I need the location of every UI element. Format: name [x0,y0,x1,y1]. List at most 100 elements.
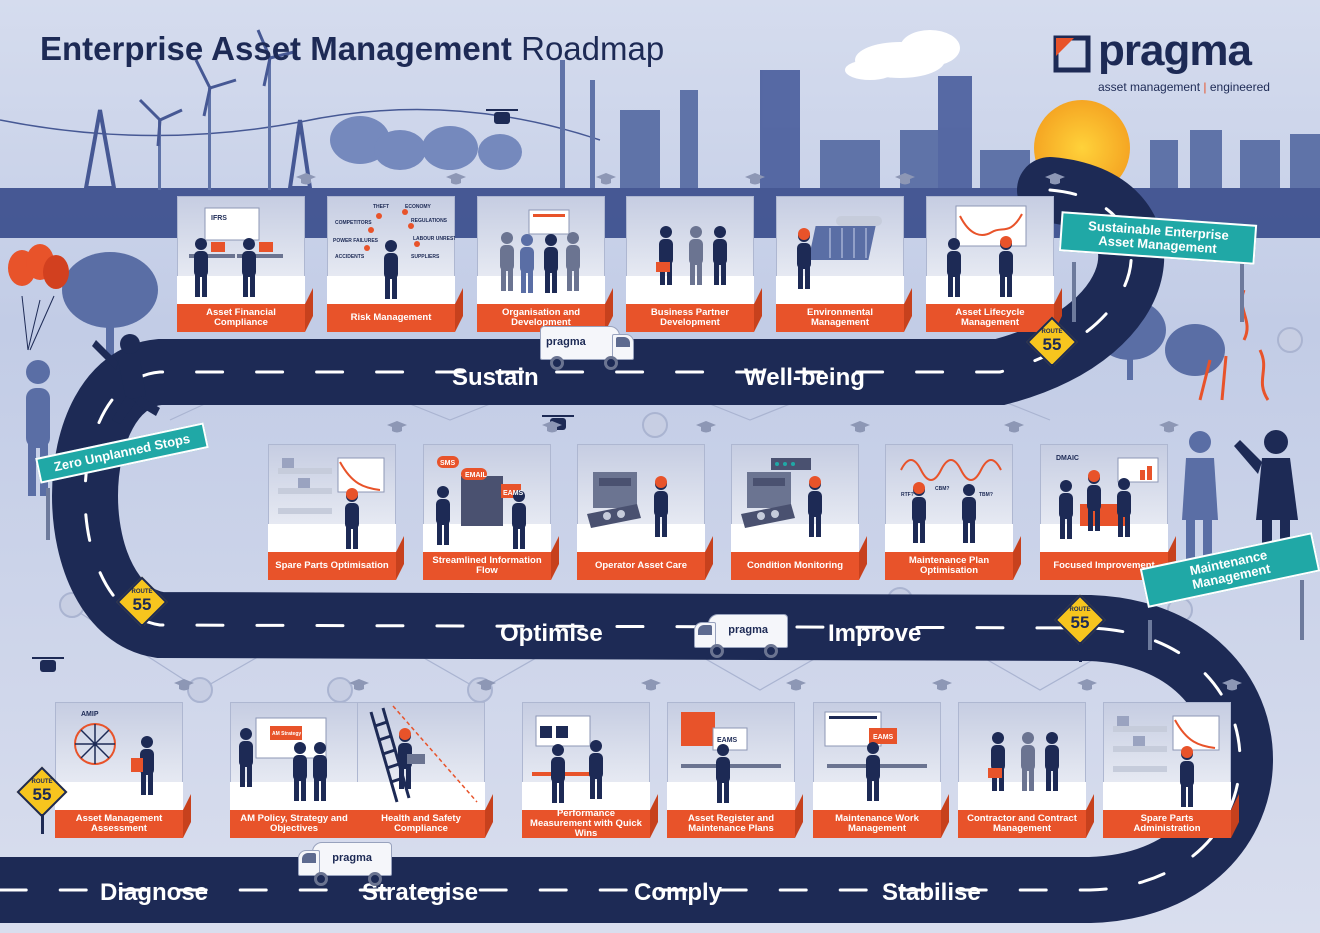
station-floor [522,782,650,812]
handshake-icon [988,732,1059,791]
station-label: Streamlined Information Flow [423,552,551,580]
graduation-cap-icon [1004,421,1024,433]
road-label-stabilise: Stabilise [882,879,981,906]
station-floor [577,524,705,554]
logo-wordmark: pragma [1098,26,1252,75]
graduation-cap-icon [745,173,765,185]
pragma-mark-icon [1053,35,1091,73]
asset-register-icon: EAMS [681,712,781,803]
scene-text: EAMS [717,737,738,744]
maintenance-plan-icon: RTF? CBM? TBM? [900,459,1002,543]
station-plate-side [795,794,803,838]
station-plate-side [650,794,658,838]
station-plate-side [754,288,762,332]
graduation-cap-icon [641,679,661,691]
financial-compliance-icon: IFRS [189,207,283,297]
road-label-improve: Improve [828,620,922,647]
station-floor [327,276,455,306]
monitoring-icon [741,458,822,537]
station-floor [731,524,859,554]
station-plate-side [1054,288,1062,332]
organisation-icon [500,209,580,293]
station-label: Spare Parts Administration [1103,810,1231,838]
station-plate-side [1168,536,1176,580]
station-plate-side [1013,536,1021,580]
improvement-icon: DMAIC [1056,455,1159,539]
station-plate-side [1231,794,1239,838]
station-plate-side [605,288,613,332]
scene-word: CBM? [935,486,949,492]
shelves-icon [278,457,385,549]
station-label: Environmental Management [776,304,904,332]
title-bold: Enterprise Asset Management [40,30,512,67]
road [0,157,1273,923]
graduation-cap-icon [786,679,806,691]
station-plate-side [305,288,313,332]
scene-word: LABOUR UNREST [413,236,455,242]
jumping-person-icon [92,334,160,424]
tagline-right: engineered [1209,80,1270,94]
graduation-cap-icon [696,421,716,433]
strategy-board-icon: AM Strategy [239,717,327,801]
station-floor [885,524,1013,554]
machine-icon [587,472,668,537]
scene-word: THEFT [373,204,389,210]
station-plate-side [396,536,404,580]
station-plate-side [183,794,191,838]
station-floor [776,276,904,306]
station-label: Risk Management [327,304,455,332]
tagline-separator: | [1203,80,1207,94]
graduation-cap-icon [1077,679,1097,691]
station-floor [477,276,605,306]
cloud-icon [845,30,960,80]
scene-word: RTF? [901,492,914,498]
assessment-wheel-icon: AMIP [74,711,154,795]
graduation-cap-icon [1159,421,1179,433]
graduation-cap-icon [446,173,466,185]
station-label: Asset Register and Maintenance Plans [667,810,795,838]
scene-text: EAMS [873,734,894,741]
graduation-cap-icon [596,173,616,185]
scene-text: AMIP [81,711,99,718]
station-label: Asset Lifecycle Management [926,304,1054,332]
sign-posts [46,262,1304,650]
scene-word: SUPPLIERS [411,254,440,260]
road-label-optimise: Optimise [500,620,603,647]
scene-word: SMS [440,460,456,467]
graduation-cap-icon [174,679,194,691]
station-label: Health and Safety Compliance [357,810,485,838]
station-floor [1103,782,1231,812]
station-label: Business Partner Development [626,304,754,332]
station-label: Contractor and Contract Management [958,810,1086,838]
station-plate-side [904,288,912,332]
pragma-van-icon: pragma [692,608,788,660]
road-label-sustain: Sustain [452,364,539,391]
balloons-icon [8,244,69,351]
scene-word: TBM? [979,492,993,498]
road-label-strategise: Strategise [362,879,479,906]
station-label: Asset Financial Compliance [177,304,305,332]
station-plate-side [705,536,713,580]
road-label-well-being: Well-being [744,364,865,391]
scene-word: ECONOMY [405,204,432,210]
page-title: Enterprise Asset Management Roadmap [40,30,664,68]
station-floor [268,524,396,554]
scene-text: AM Strategy [272,731,301,737]
title-light: Roadmap [521,30,665,67]
scene-word: COMPETITORS [335,220,372,226]
graduation-cap-icon [542,421,562,433]
station-floor [667,782,795,812]
scene-text: IFRS [211,215,227,222]
station-label: Performance Measurement with Quick Wins [522,809,650,839]
work-management-icon: EAMS [824,711,927,801]
scene-word: ACCIDENTS [335,254,365,260]
station-plate-side [1086,794,1094,838]
scene-word: POWER FAILURES [333,238,379,244]
station-plate-side [941,794,949,838]
shelves-icon [1113,715,1220,807]
road-label-comply: Comply [634,879,723,906]
